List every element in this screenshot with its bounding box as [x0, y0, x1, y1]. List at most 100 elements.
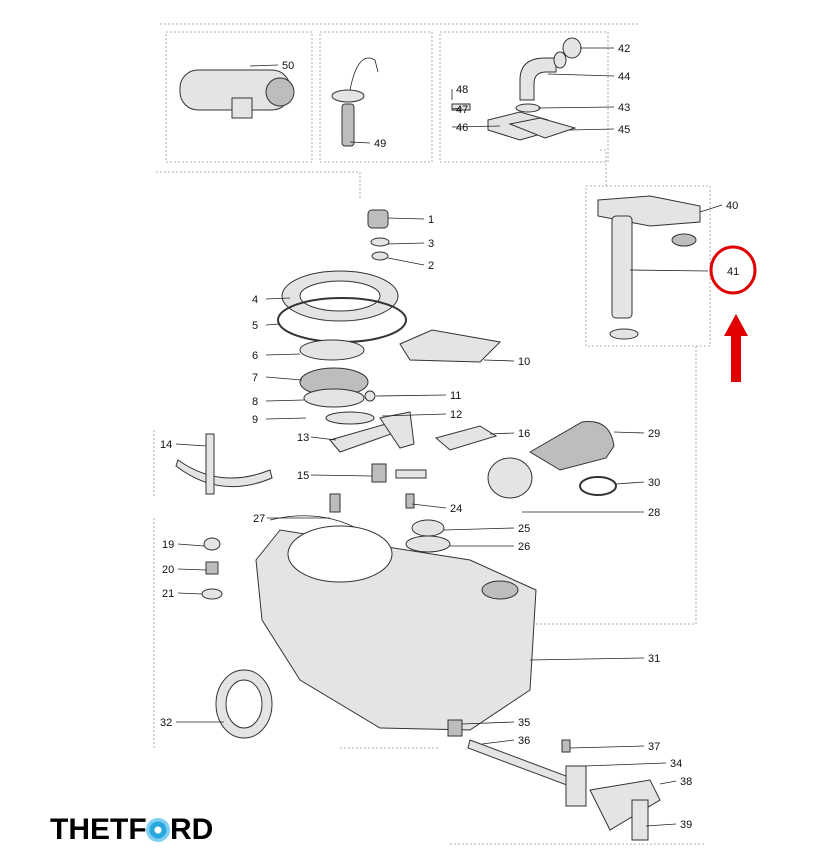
leader-line-45 — [569, 128, 615, 131]
leader-line-41 — [629, 269, 709, 272]
leader-line-25 — [443, 527, 515, 531]
part-label-11: 11 — [450, 390, 461, 402]
leader-line-46 — [451, 125, 501, 128]
part-label-45: 45 — [618, 124, 630, 136]
part-label-14: 14 — [160, 439, 172, 451]
part-50-pump — [179, 69, 295, 119]
part-label-44: 44 — [618, 71, 630, 83]
leader-line-3 — [387, 242, 425, 245]
part-16-cover — [434, 425, 498, 451]
part-label-47: 47 — [456, 104, 468, 116]
part-12-13-lever — [329, 411, 415, 453]
leader-line-30 — [615, 481, 645, 485]
leader-line-43 — [537, 106, 615, 109]
part-label-3: 3 — [428, 238, 434, 250]
part-label-6: 6 — [252, 350, 258, 362]
part-label-28: 28 — [648, 507, 660, 519]
part-label-5: 5 — [252, 320, 258, 332]
part-label-41: 41 — [727, 266, 739, 278]
leader-line-8 — [265, 399, 305, 402]
part-label-25: 25 — [518, 523, 530, 535]
leader-line-14 — [175, 443, 207, 447]
part-shapes — [175, 37, 701, 841]
leader-line-12 — [381, 413, 447, 417]
dashed-frames — [153, 23, 711, 845]
leader-line-6 — [265, 353, 301, 356]
leader-line-15 — [310, 474, 373, 477]
part-label-38: 38 — [680, 776, 692, 788]
leader-lines — [175, 47, 723, 827]
leader-line-29 — [613, 431, 645, 434]
leader-line-44 — [547, 73, 615, 77]
part-label-12: 12 — [450, 409, 462, 421]
leader-line-47 — [451, 107, 463, 110]
part-label-13: 13 — [297, 432, 309, 444]
leader-line-7 — [265, 376, 303, 381]
part-label-37: 37 — [648, 741, 660, 753]
part-label-15: 15 — [297, 470, 309, 482]
part-label-42: 42 — [618, 43, 630, 55]
leader-line-9 — [265, 417, 307, 420]
leader-line-21 — [177, 592, 203, 595]
leader-line-34 — [583, 762, 667, 767]
part-label-48: 48 — [456, 84, 468, 96]
part-label-2: 2 — [428, 260, 434, 272]
leader-line-11 — [375, 394, 447, 397]
part-label-7: 7 — [252, 372, 258, 384]
part-label-1: 1 — [428, 214, 434, 226]
part-35-36-34-handle — [447, 719, 661, 841]
part-label-46: 46 — [456, 122, 468, 134]
leader-line-50 — [249, 64, 279, 67]
part-10-plate — [399, 329, 502, 363]
part-42-44-elbow — [515, 37, 582, 113]
part-29-28-30-pipe — [487, 421, 617, 499]
part-label-35: 35 — [518, 717, 530, 729]
leader-line-36 — [481, 739, 515, 745]
part-label-16: 16 — [518, 428, 530, 440]
part-25-26-ring — [405, 519, 451, 553]
leader-line-40 — [699, 204, 723, 213]
part-label-40: 40 — [726, 200, 738, 212]
part-40-41-tube — [597, 195, 701, 340]
leader-line-24 — [411, 503, 447, 509]
part-label-19: 19 — [162, 539, 174, 551]
leader-line-31 — [529, 657, 645, 661]
part-label-39: 39 — [680, 819, 692, 831]
part-label-36: 36 — [518, 735, 530, 747]
part-45-46-plate — [451, 103, 577, 141]
leader-line-49 — [349, 141, 371, 144]
part-label-27: 27 — [253, 513, 265, 525]
part-4-seat — [281, 270, 399, 322]
leader-line-16 — [489, 432, 515, 435]
part-15-24-clips — [371, 463, 427, 509]
part-19-20-21-small-parts — [201, 537, 223, 600]
part-label-20: 20 — [162, 564, 174, 576]
leader-line-20 — [177, 568, 207, 571]
part-label-31: 31 — [648, 653, 660, 665]
part-label-4: 4 — [252, 294, 258, 306]
part-label-43: 43 — [618, 102, 630, 114]
leader-line-39 — [645, 823, 677, 827]
part-label-29: 29 — [648, 428, 660, 440]
part-27-hose — [269, 493, 361, 531]
part-label-10: 10 — [518, 356, 530, 368]
leader-line-13 — [310, 436, 337, 441]
part-label-24: 24 — [450, 503, 462, 515]
leader-line-10 — [483, 359, 515, 362]
part-6-7-8-bowl-mechanism — [299, 339, 376, 425]
logo-starburst-icon — [146, 817, 170, 843]
leader-line-1 — [387, 217, 425, 220]
leader-line-38 — [659, 780, 677, 785]
part-49-valve — [331, 57, 379, 147]
part-14-bracket — [175, 433, 273, 495]
red-arrow-icon — [724, 314, 748, 382]
part-32-wheel — [215, 669, 273, 739]
leader-line-2 — [387, 257, 425, 266]
part-label-26: 26 — [518, 541, 530, 553]
leader-line-35 — [461, 721, 515, 725]
part-label-34: 34 — [670, 758, 682, 770]
part-label-21: 21 — [162, 588, 174, 600]
